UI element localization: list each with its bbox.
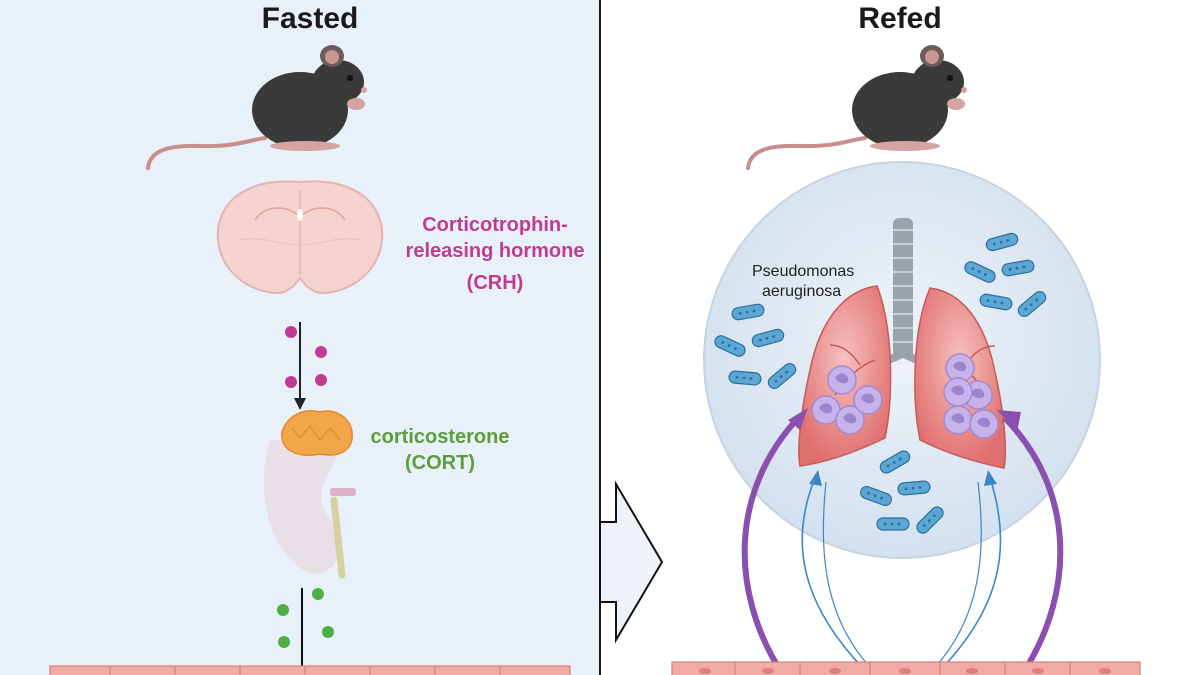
crh-label-abbr: (CRH): [466, 272, 524, 294]
bacteria-label: Pseudomonas aeruginosa: [752, 262, 854, 302]
crh-dots: [285, 326, 327, 388]
bacteria-label-line2: aeruginosa: [762, 283, 842, 300]
mouse-icon-right: [746, 43, 969, 170]
refed-title: Refed: [858, 2, 942, 35]
crh-label: Corticotrophin- releasing hormone (CRH): [395, 212, 595, 296]
cort-label-line2: (CORT): [405, 452, 475, 474]
purple-arrows: [741, 408, 1064, 672]
cort-label: corticosterone (CORT): [355, 424, 525, 476]
epithelium-icon-right: [671, 661, 1141, 675]
brain-section-icon: [216, 180, 384, 295]
bacteria-label-line1: Pseudomonas: [752, 263, 855, 280]
blue-arrows: [801, 470, 1002, 666]
cort-dots: [277, 588, 334, 648]
adrenal-kidney-icon: [263, 410, 356, 579]
fasted-title: Fasted: [261, 2, 359, 35]
crh-label-line2: releasing hormone: [405, 240, 585, 262]
transition-arrow-icon: [599, 480, 664, 644]
epithelium-icon-left: [49, 665, 571, 675]
crh-arrow: [294, 322, 306, 410]
cort-label-line1: corticosterone: [370, 426, 510, 448]
crh-label-line1: Corticotrophin-: [422, 214, 568, 236]
